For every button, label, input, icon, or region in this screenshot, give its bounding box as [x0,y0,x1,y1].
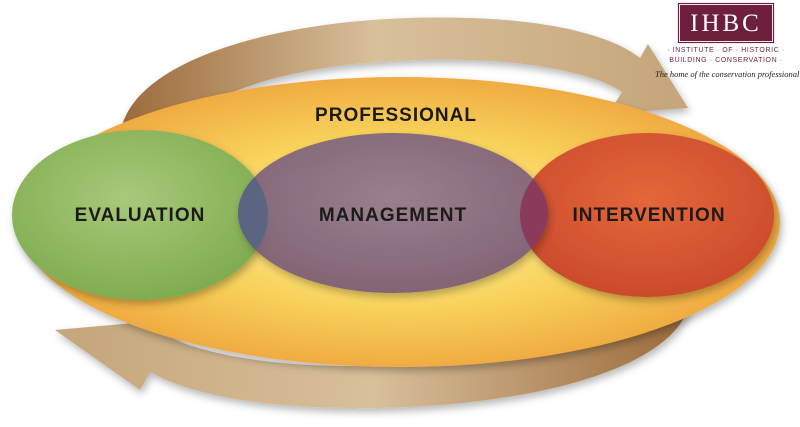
intervention-circle [520,133,774,297]
logo-tagline: The home of the conservation professiona… [655,69,800,79]
ihbc-logo: IHBC · INSTITUTE · OF · HISTORIC · BUILD… [655,2,800,82]
management-circle [238,133,548,293]
intervention-label: INTERVENTION [572,205,725,226]
evaluation-circle [12,130,268,300]
top-arrow-shape [120,17,688,135]
logo-line-2: BUILDING · CONSERVATION · [669,57,783,64]
evaluation-label: EVALUATION [75,205,206,226]
logo-line-1: · INSTITUTE · OF · HISTORIC · [667,47,785,54]
management-label: MANAGEMENT [319,205,467,226]
logo-badge: IHBC [677,2,775,44]
logo-letters: IHBC [690,9,762,37]
bottom-arrow-shape [55,300,690,409]
professional-label: PROFESSIONAL [315,105,477,126]
